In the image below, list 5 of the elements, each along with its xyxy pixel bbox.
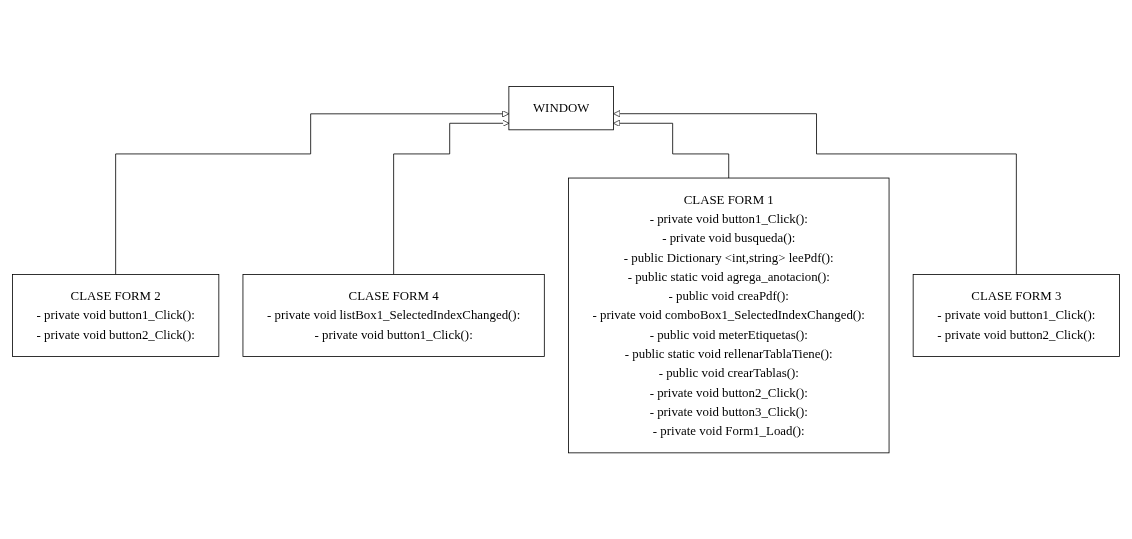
node-box: CLASE FORM 4 - private void listBox1_SelectedIndexChanged(): - private void button1_Click():: [242, 273, 545, 357]
node-box: WINDOW: [508, 85, 614, 131]
node-box: CLASE FORM 1 - private void button1_Click(): - private void busqueda(): - public Dictionary <int,string> leePdf(): - public static void agrega_anotacion(): - public void creaPdf(): - private void comboBox1_SelectedIndexChanged(): - public void meterEtiquetas(): - public static void rellenarTablaTiene(): - public void crearTablas(): - private void button2_Click(): - private void button3_Click(): - private void Form1_Load():: [568, 177, 890, 454]
node-box: CLASE FORM 2 - private void button1_Click(): - private void button2_Click():: [12, 273, 220, 357]
node-box: CLASE FORM 3 - private void button1_Click(): - private void button2_Click():: [912, 273, 1120, 357]
